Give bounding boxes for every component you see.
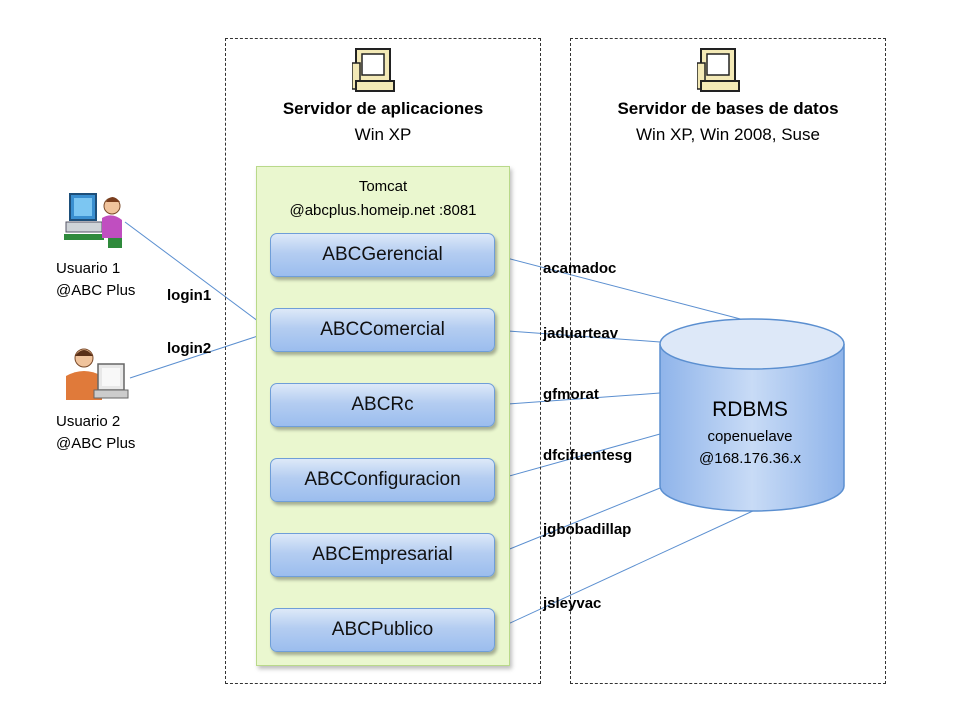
conn-jgbobadillap	[494, 485, 666, 556]
app-abcgerencial[interactable]: ABCGerencial	[270, 233, 495, 277]
db-schema: copenuelave	[707, 428, 793, 445]
user1-name: Usuario 1	[56, 260, 121, 277]
woman-at-computer-icon	[64, 193, 122, 248]
tomcat-address: @abcplus.homeip.net :8081	[289, 202, 477, 219]
computer-terminal-icon	[697, 48, 740, 92]
computer-terminal-icon	[352, 48, 395, 92]
app-server-box: Servidor de aplicaciones Win XP	[225, 38, 541, 684]
app-abcconfiguracion[interactable]: ABCConfiguracion	[270, 458, 495, 502]
dbuser-dfcifuentesg: dfcifuentesg	[543, 447, 633, 464]
database-cylinder-icon	[659, 318, 845, 512]
conn-dfcifuentesg	[494, 433, 661, 481]
user1-org: @ABC Plus	[56, 282, 136, 299]
app-abcrc[interactable]: ABCRc	[270, 383, 495, 427]
conn-acamadoc	[494, 254, 753, 323]
login2-label: login2	[167, 340, 212, 357]
db-server-os: Win XP, Win 2008, Suse	[636, 125, 820, 144]
dbuser-jgbobadillap: jgbobadillap	[543, 521, 632, 538]
db-server-box: Servidor de bases de datos Win XP, Win 2…	[570, 38, 886, 684]
user2-name: Usuario 2	[56, 413, 121, 430]
login1-label: login1	[167, 287, 212, 304]
conn-jaduarteav	[494, 329, 661, 343]
man-at-computer-icon	[66, 348, 129, 400]
db-name: RDBMS	[712, 398, 788, 421]
user2-org: @ABC Plus	[56, 435, 136, 452]
conn-gfmorat	[494, 392, 661, 406]
dbuser-jsleyvac: jsleyvac	[543, 595, 602, 612]
dbuser-jaduarteav: jaduarteav	[543, 325, 619, 342]
tomcat-name: Tomcat	[358, 178, 408, 195]
user1-login-line	[124, 221, 271, 331]
dbuser-gfmorat: gfmorat	[543, 386, 599, 403]
db-server-title: Servidor de bases de datos	[617, 99, 839, 118]
db-address: @168.176.36.x	[699, 450, 801, 467]
conn-jsleyvac	[494, 509, 756, 631]
user2-login-line	[129, 331, 271, 379]
app-server-title: Servidor de aplicaciones	[282, 99, 484, 118]
dbuser-acamadoc: acamadoc	[543, 260, 617, 277]
app-abccomercial[interactable]: ABCComercial	[270, 308, 495, 352]
app-server-os: Win XP	[354, 125, 412, 144]
app-abcpublico[interactable]: ABCPublico	[270, 608, 495, 652]
app-abcempresarial[interactable]: ABCEmpresarial	[270, 533, 495, 577]
